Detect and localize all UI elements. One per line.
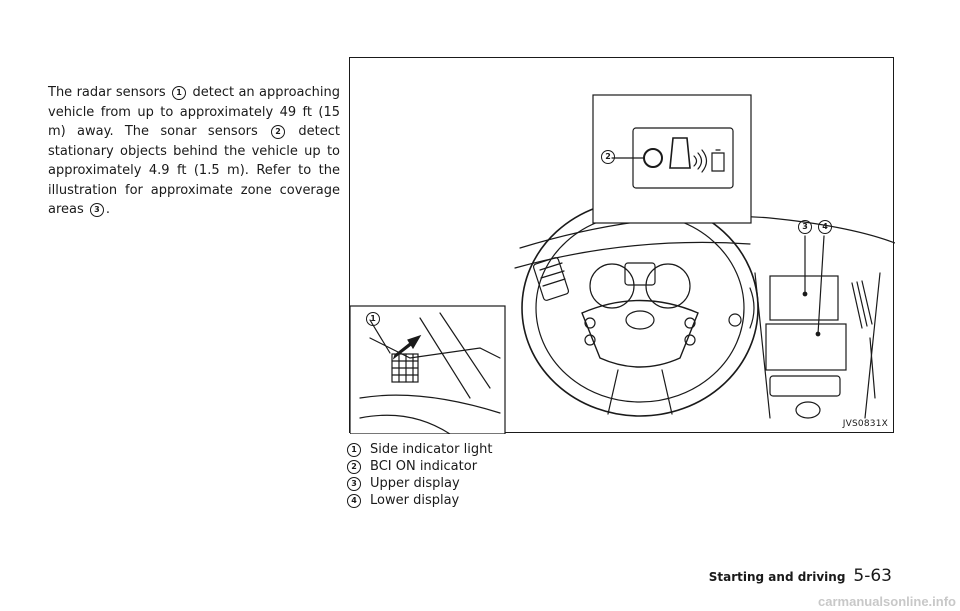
figure-callout-2: 2 bbox=[601, 150, 615, 164]
legend-item: 3 Upper display bbox=[347, 475, 492, 492]
figure-callout-3: 3 bbox=[798, 220, 812, 234]
legend-label: BCI ON indicator bbox=[370, 459, 478, 474]
legend-item: 2 BCI ON indicator bbox=[347, 458, 492, 475]
leader-line-4 bbox=[817, 235, 825, 335]
legend-label: Side indicator light bbox=[370, 442, 493, 457]
legend-marker-4: 4 bbox=[347, 493, 361, 508]
car-rear-icon bbox=[669, 137, 691, 169]
legend-marker-2: 2 bbox=[347, 459, 361, 474]
side-indicator-inset-frame bbox=[350, 305, 506, 434]
figure-callout-4: 4 bbox=[818, 220, 832, 234]
left-vents bbox=[532, 257, 570, 301]
obstacle-icon bbox=[711, 149, 725, 172]
steering-wheel bbox=[521, 199, 759, 417]
page-footer: Starting and driving 5-63 bbox=[709, 566, 892, 586]
dashboard-illustration: 1 2 3 4 JVS0831X bbox=[349, 57, 895, 434]
lower-display-shape bbox=[765, 323, 847, 371]
dash-top-line bbox=[519, 215, 895, 249]
page-number: 5-63 bbox=[853, 566, 892, 586]
legend-list: 1 Side indicator light 2 BCI ON indicato… bbox=[347, 441, 492, 509]
intro-text-4: . bbox=[105, 202, 111, 217]
figure-code: JVS0831X bbox=[842, 419, 888, 429]
callout-marker-2: 2 bbox=[271, 125, 286, 139]
upper-display-shape bbox=[769, 275, 839, 321]
dash-contour bbox=[514, 241, 751, 269]
intro-text-1: The radar sensors bbox=[48, 85, 166, 100]
bci-inset-frame bbox=[592, 94, 752, 224]
legend-label: Lower display bbox=[370, 493, 460, 508]
intro-paragraph: The radar sensors 1 detect an approachin… bbox=[48, 83, 340, 220]
legend-marker-3: 3 bbox=[347, 476, 361, 491]
side-indicator-grid bbox=[391, 353, 419, 383]
intro-text-3: detect stationary objects behind the veh… bbox=[48, 124, 340, 217]
legend-label: Upper display bbox=[370, 476, 460, 491]
legend-item: 1 Side indicator light bbox=[347, 441, 492, 458]
legend-marker-1: 1 bbox=[347, 442, 361, 457]
figure-callout-1: 1 bbox=[366, 312, 380, 326]
dashboard-drawing bbox=[350, 94, 895, 434]
section-title: Starting and driving bbox=[708, 570, 846, 584]
intro-text-2: detect an approaching vehicle from up to… bbox=[48, 85, 340, 139]
watermark: carmanualsonline.info bbox=[818, 594, 956, 609]
callout-marker-1: 1 bbox=[172, 86, 187, 100]
pointer-arrow-icon bbox=[392, 334, 422, 360]
legend-item: 4 Lower display bbox=[347, 492, 492, 509]
callout-marker-3: 3 bbox=[89, 203, 104, 217]
sonar-waves-icon bbox=[693, 149, 708, 173]
center-console bbox=[728, 272, 881, 419]
